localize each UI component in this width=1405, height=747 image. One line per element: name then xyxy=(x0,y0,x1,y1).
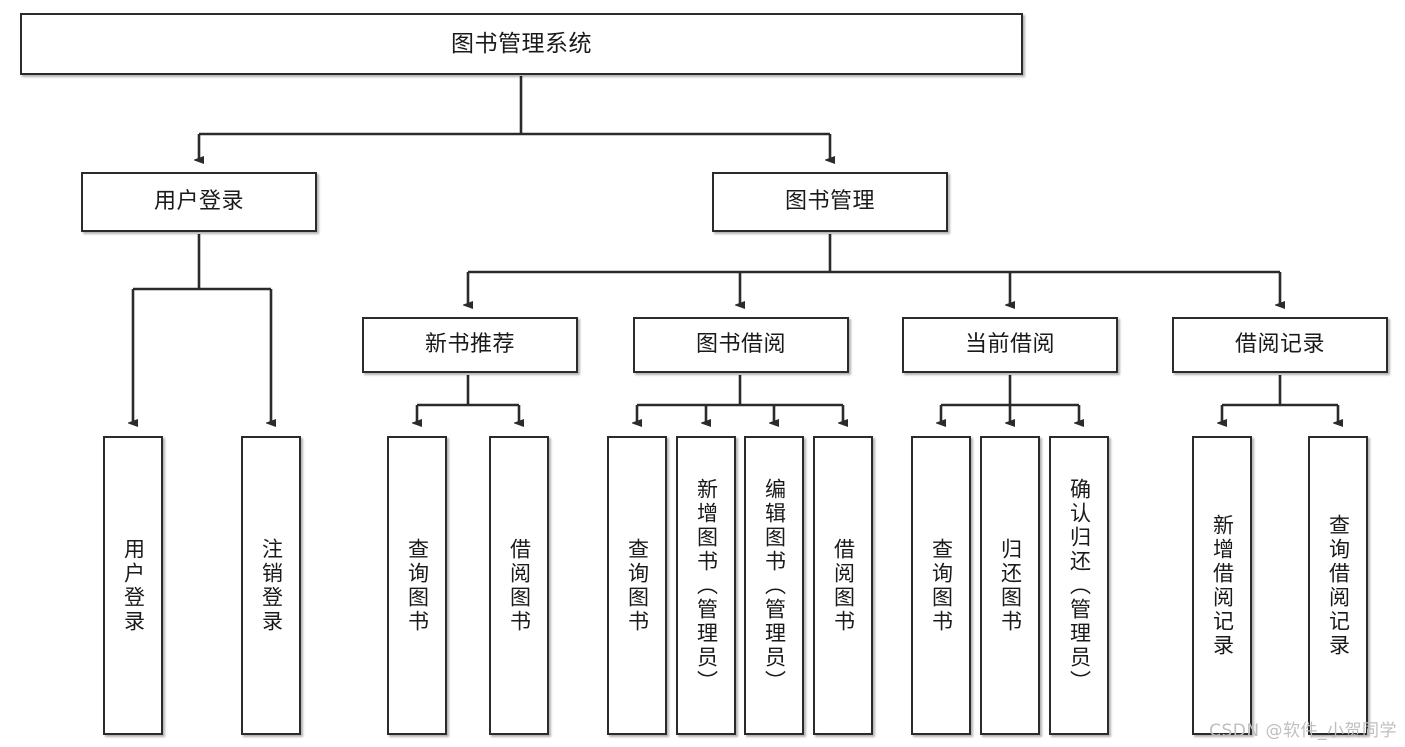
leaf-book-borrow-add-book-admin[interactable]: 新增图书（管理员） xyxy=(676,436,736,735)
node-new-book-recommend[interactable]: 新书推荐 xyxy=(362,317,578,373)
node-label: 借阅图书 xyxy=(507,537,532,634)
node-label: 图书管理 xyxy=(784,189,875,215)
node-label: 查询借阅记录 xyxy=(1326,513,1351,658)
leaf-borrow-record-query-record[interactable]: 查询借阅记录 xyxy=(1308,436,1368,735)
leaf-current-borrow-confirm-return-admin[interactable]: 确认归还（管理员） xyxy=(1049,436,1109,735)
node-label: 图书借阅 xyxy=(695,332,786,358)
node-label: 编辑图书（管理员） xyxy=(762,477,787,694)
node-label: 用户登录 xyxy=(121,537,146,634)
node-root-book-management-system[interactable]: 图书管理系统 xyxy=(20,13,1023,75)
node-label: 借阅图书 xyxy=(831,537,856,634)
node-user-login[interactable]: 用户登录 xyxy=(81,172,317,232)
leaf-user-login-login[interactable]: 用户登录 xyxy=(103,436,163,735)
node-label: 借阅记录 xyxy=(1234,332,1325,358)
node-label: 归还图书 xyxy=(998,537,1023,634)
leaf-book-borrow-edit-book-admin[interactable]: 编辑图书（管理员） xyxy=(744,436,804,735)
node-label: 新增图书（管理员） xyxy=(694,477,719,694)
node-label: 查询图书 xyxy=(929,537,954,634)
node-label: 新书推荐 xyxy=(424,332,515,358)
node-label: 确认归还（管理员） xyxy=(1067,477,1092,694)
leaf-borrow-record-add-record[interactable]: 新增借阅记录 xyxy=(1192,436,1252,735)
node-label: 查询图书 xyxy=(405,537,430,634)
node-current-borrow[interactable]: 当前借阅 xyxy=(902,317,1118,373)
leaf-book-borrow-borrow-book[interactable]: 借阅图书 xyxy=(813,436,873,735)
node-book-management[interactable]: 图书管理 xyxy=(712,172,948,232)
leaf-current-borrow-query-book[interactable]: 查询图书 xyxy=(911,436,971,735)
node-label: 注销登录 xyxy=(259,537,284,634)
node-label: 查询图书 xyxy=(625,537,650,634)
node-label: 图书管理系统 xyxy=(451,30,592,57)
node-label: 当前借阅 xyxy=(964,332,1055,358)
leaf-user-login-logout[interactable]: 注销登录 xyxy=(241,436,301,735)
leaf-new-book-query-book[interactable]: 查询图书 xyxy=(387,436,447,735)
node-book-borrow[interactable]: 图书借阅 xyxy=(633,317,849,373)
node-label: 新增借阅记录 xyxy=(1210,513,1235,658)
node-label: 用户登录 xyxy=(153,189,244,215)
leaf-new-book-borrow-book[interactable]: 借阅图书 xyxy=(489,436,549,735)
leaf-book-borrow-query-book[interactable]: 查询图书 xyxy=(607,436,667,735)
csdn-watermark: CSDN @软件_小贺同学 xyxy=(1209,721,1397,741)
leaf-current-borrow-return-book[interactable]: 归还图书 xyxy=(980,436,1040,735)
node-borrow-record[interactable]: 借阅记录 xyxy=(1172,317,1388,373)
